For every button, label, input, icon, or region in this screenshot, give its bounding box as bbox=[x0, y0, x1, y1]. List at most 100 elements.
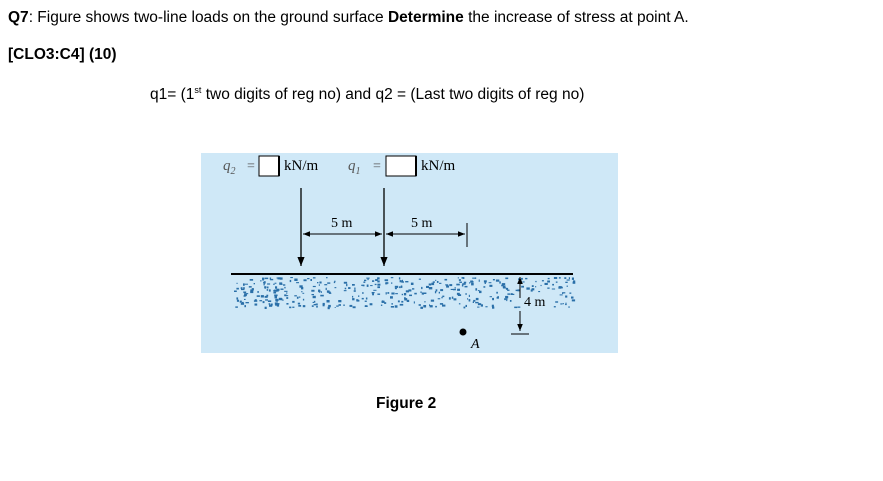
soil-speckle bbox=[338, 300, 342, 303]
q2-equals: = bbox=[247, 159, 255, 174]
soil-speckle bbox=[562, 303, 564, 305]
soil-speckle bbox=[391, 292, 395, 295]
soil-speckle bbox=[327, 282, 331, 284]
soil-speckle bbox=[478, 279, 480, 282]
given-superscript: st bbox=[194, 85, 202, 95]
soil-speckle bbox=[451, 296, 454, 299]
soil-speckle bbox=[242, 287, 245, 289]
soil-speckle bbox=[245, 302, 249, 304]
soil-speckle bbox=[245, 293, 249, 295]
soil-speckle bbox=[336, 305, 339, 307]
q2-input-box bbox=[258, 155, 280, 177]
soil-speckle bbox=[440, 289, 444, 292]
soil-speckle bbox=[520, 279, 522, 281]
soil-speckle bbox=[553, 306, 556, 308]
soil-speckle bbox=[318, 289, 321, 292]
soil-speckle bbox=[459, 279, 461, 282]
soil-speckle bbox=[531, 288, 535, 291]
soil-speckle bbox=[517, 289, 521, 292]
soil-speckle bbox=[568, 277, 570, 280]
soil-speckle bbox=[439, 282, 442, 284]
soil-speckle bbox=[328, 304, 331, 308]
soil-speckle bbox=[352, 306, 356, 309]
soil-speckle bbox=[514, 306, 518, 309]
soil-speckle bbox=[266, 286, 269, 289]
soil-speckle bbox=[284, 294, 287, 297]
soil-speckle bbox=[254, 299, 257, 301]
soil-speckle bbox=[452, 288, 456, 291]
soil-speckle bbox=[275, 286, 278, 289]
soil-speckle bbox=[244, 305, 246, 308]
soil-speckle bbox=[480, 304, 483, 307]
soil-speckle bbox=[565, 281, 568, 283]
soil-speckle bbox=[468, 294, 470, 297]
soil-speckle bbox=[365, 305, 367, 307]
soil-speckle bbox=[428, 283, 432, 286]
soil-speckle bbox=[275, 300, 278, 302]
soil-speckle bbox=[479, 290, 482, 294]
soil-speckle bbox=[459, 281, 462, 283]
soil-speckle bbox=[301, 287, 304, 290]
soil-speckle bbox=[289, 306, 292, 309]
soil-speckle bbox=[286, 303, 289, 305]
soil-speckle bbox=[413, 301, 415, 304]
soil-speckle bbox=[405, 290, 409, 293]
soil-speckle bbox=[423, 305, 427, 308]
soil-speckle bbox=[292, 300, 295, 303]
given-q1-suffix: two digits of reg no) and q2 = (Last two… bbox=[201, 86, 585, 103]
soil-speckle bbox=[472, 301, 474, 303]
soil-speckle bbox=[492, 279, 495, 281]
soil-speckle bbox=[286, 292, 288, 294]
depth-label: 4 m bbox=[524, 295, 546, 310]
soil-speckle bbox=[235, 306, 238, 308]
soil-speckle bbox=[568, 306, 570, 308]
soil-speckle bbox=[234, 290, 237, 292]
soil-speckle bbox=[274, 302, 278, 305]
soil-speckle bbox=[273, 283, 275, 285]
soil-speckle bbox=[471, 282, 474, 286]
soil-speckle bbox=[560, 303, 563, 305]
soil-speckle bbox=[397, 300, 400, 303]
soil-speckle bbox=[385, 292, 387, 295]
soil-speckle bbox=[269, 277, 272, 280]
soil-speckle bbox=[318, 284, 320, 286]
q1-label: q1 bbox=[348, 158, 361, 177]
soil-speckle bbox=[275, 298, 279, 302]
soil-speckle bbox=[391, 303, 393, 305]
soil-speckle bbox=[329, 291, 331, 294]
soil-speckle bbox=[495, 279, 500, 282]
soil-speckle bbox=[364, 279, 367, 282]
soil-speckle bbox=[457, 288, 460, 291]
soil-speckle bbox=[477, 290, 480, 292]
soil-speckle bbox=[461, 284, 464, 287]
soil-speckle bbox=[254, 303, 258, 306]
soil-speckle bbox=[284, 286, 286, 289]
soil-speckle bbox=[294, 278, 298, 281]
soil-speckle bbox=[327, 306, 330, 310]
soil-speckle bbox=[377, 283, 381, 286]
soil-speckle bbox=[391, 282, 393, 284]
soil-speckle bbox=[526, 287, 530, 290]
soil-speckle bbox=[364, 300, 367, 302]
soil-speckle bbox=[297, 302, 301, 305]
soil-speckle bbox=[483, 286, 486, 288]
soil-speckle bbox=[302, 292, 305, 294]
soil-speckle bbox=[353, 290, 356, 292]
soil-speckle bbox=[402, 279, 403, 282]
q1-equals: = bbox=[373, 159, 381, 174]
soil-speckle bbox=[492, 297, 494, 301]
soil-speckle bbox=[326, 300, 330, 303]
soil-speckle bbox=[426, 285, 429, 288]
soil-speckle bbox=[515, 289, 519, 292]
soil-speckle bbox=[236, 297, 239, 300]
soil-speckle bbox=[507, 293, 511, 295]
soil-speckle bbox=[236, 299, 239, 302]
soil-speckle bbox=[312, 277, 316, 279]
soil-speckle bbox=[439, 303, 444, 305]
soil-speckle bbox=[290, 277, 293, 279]
soil-speckle bbox=[324, 284, 328, 286]
question-number: Q7 bbox=[8, 9, 29, 26]
soil-speckle bbox=[566, 285, 568, 287]
soil-speckle bbox=[502, 285, 506, 288]
soil-speckle bbox=[431, 282, 435, 286]
